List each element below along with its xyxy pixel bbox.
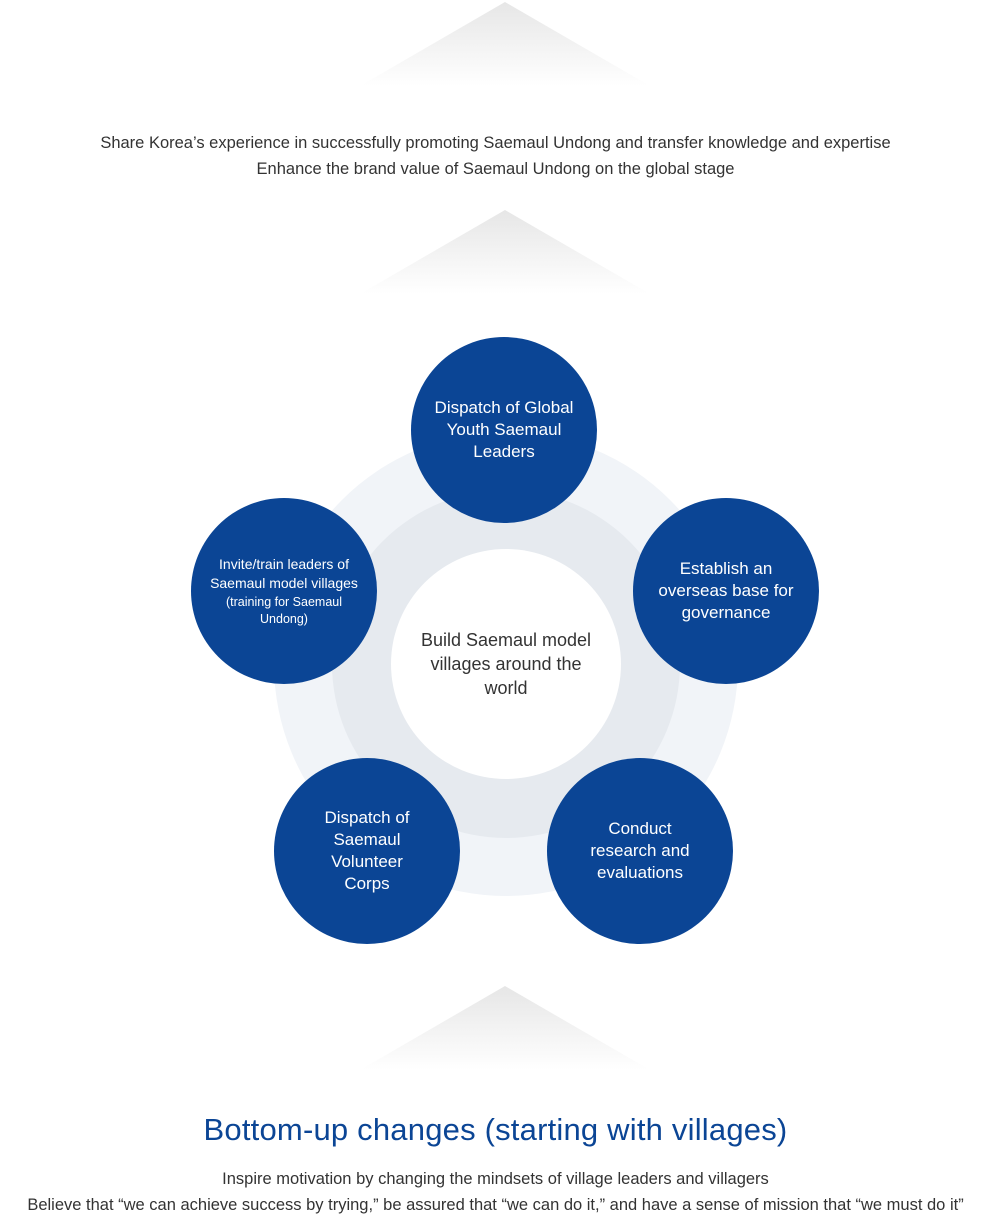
node-label: Invite/train leaders of Saemaul model vi… [210, 555, 358, 591]
node-label: Establish an overseas base for governanc… [658, 559, 794, 622]
node-label: Conduct research and evaluations [590, 819, 690, 882]
node-volunteer-corps: Dispatch of Saemaul Volunteer Corps [274, 758, 460, 944]
goal-text: Share Korea’s experience in successfully… [0, 130, 991, 182]
bottom-line-1: Inspire motivation by changing the minds… [222, 1170, 769, 1188]
up-arrow-icon [360, 208, 650, 294]
bottom-line-2: Believe that “we can achieve success by … [27, 1196, 964, 1214]
bottom-title: Bottom-up changes (starting with village… [203, 1112, 788, 1147]
node-sublabel: (training for Saemaul Undong) [225, 594, 343, 626]
node-overseas-base: Establish an overseas base for governanc… [633, 498, 819, 684]
node-label: Dispatch of Global Youth Saemaul Leaders [434, 398, 574, 461]
bottom-text: Inspire motivation by changing the minds… [0, 1166, 991, 1218]
node-label: Dispatch of Saemaul Volunteer Corps [324, 808, 410, 893]
up-arrow-icon [360, 0, 650, 86]
center-circle: Build Saemaul model villages around the … [391, 549, 621, 779]
node-research-evaluations: Conduct research and evaluations [547, 758, 733, 944]
node-global-youth-leaders: Dispatch of Global Youth Saemaul Leaders [411, 337, 597, 523]
up-arrow-icon [360, 984, 650, 1070]
goal-line-1: Share Korea’s experience in successfully… [100, 134, 891, 152]
goal-line-2: Enhance the brand value of Saemaul Undon… [256, 160, 735, 178]
center-label: Build Saemaul model villages around the … [420, 630, 592, 698]
node-invite-train-leaders: Invite/train leaders of Saemaul model vi… [191, 498, 377, 684]
